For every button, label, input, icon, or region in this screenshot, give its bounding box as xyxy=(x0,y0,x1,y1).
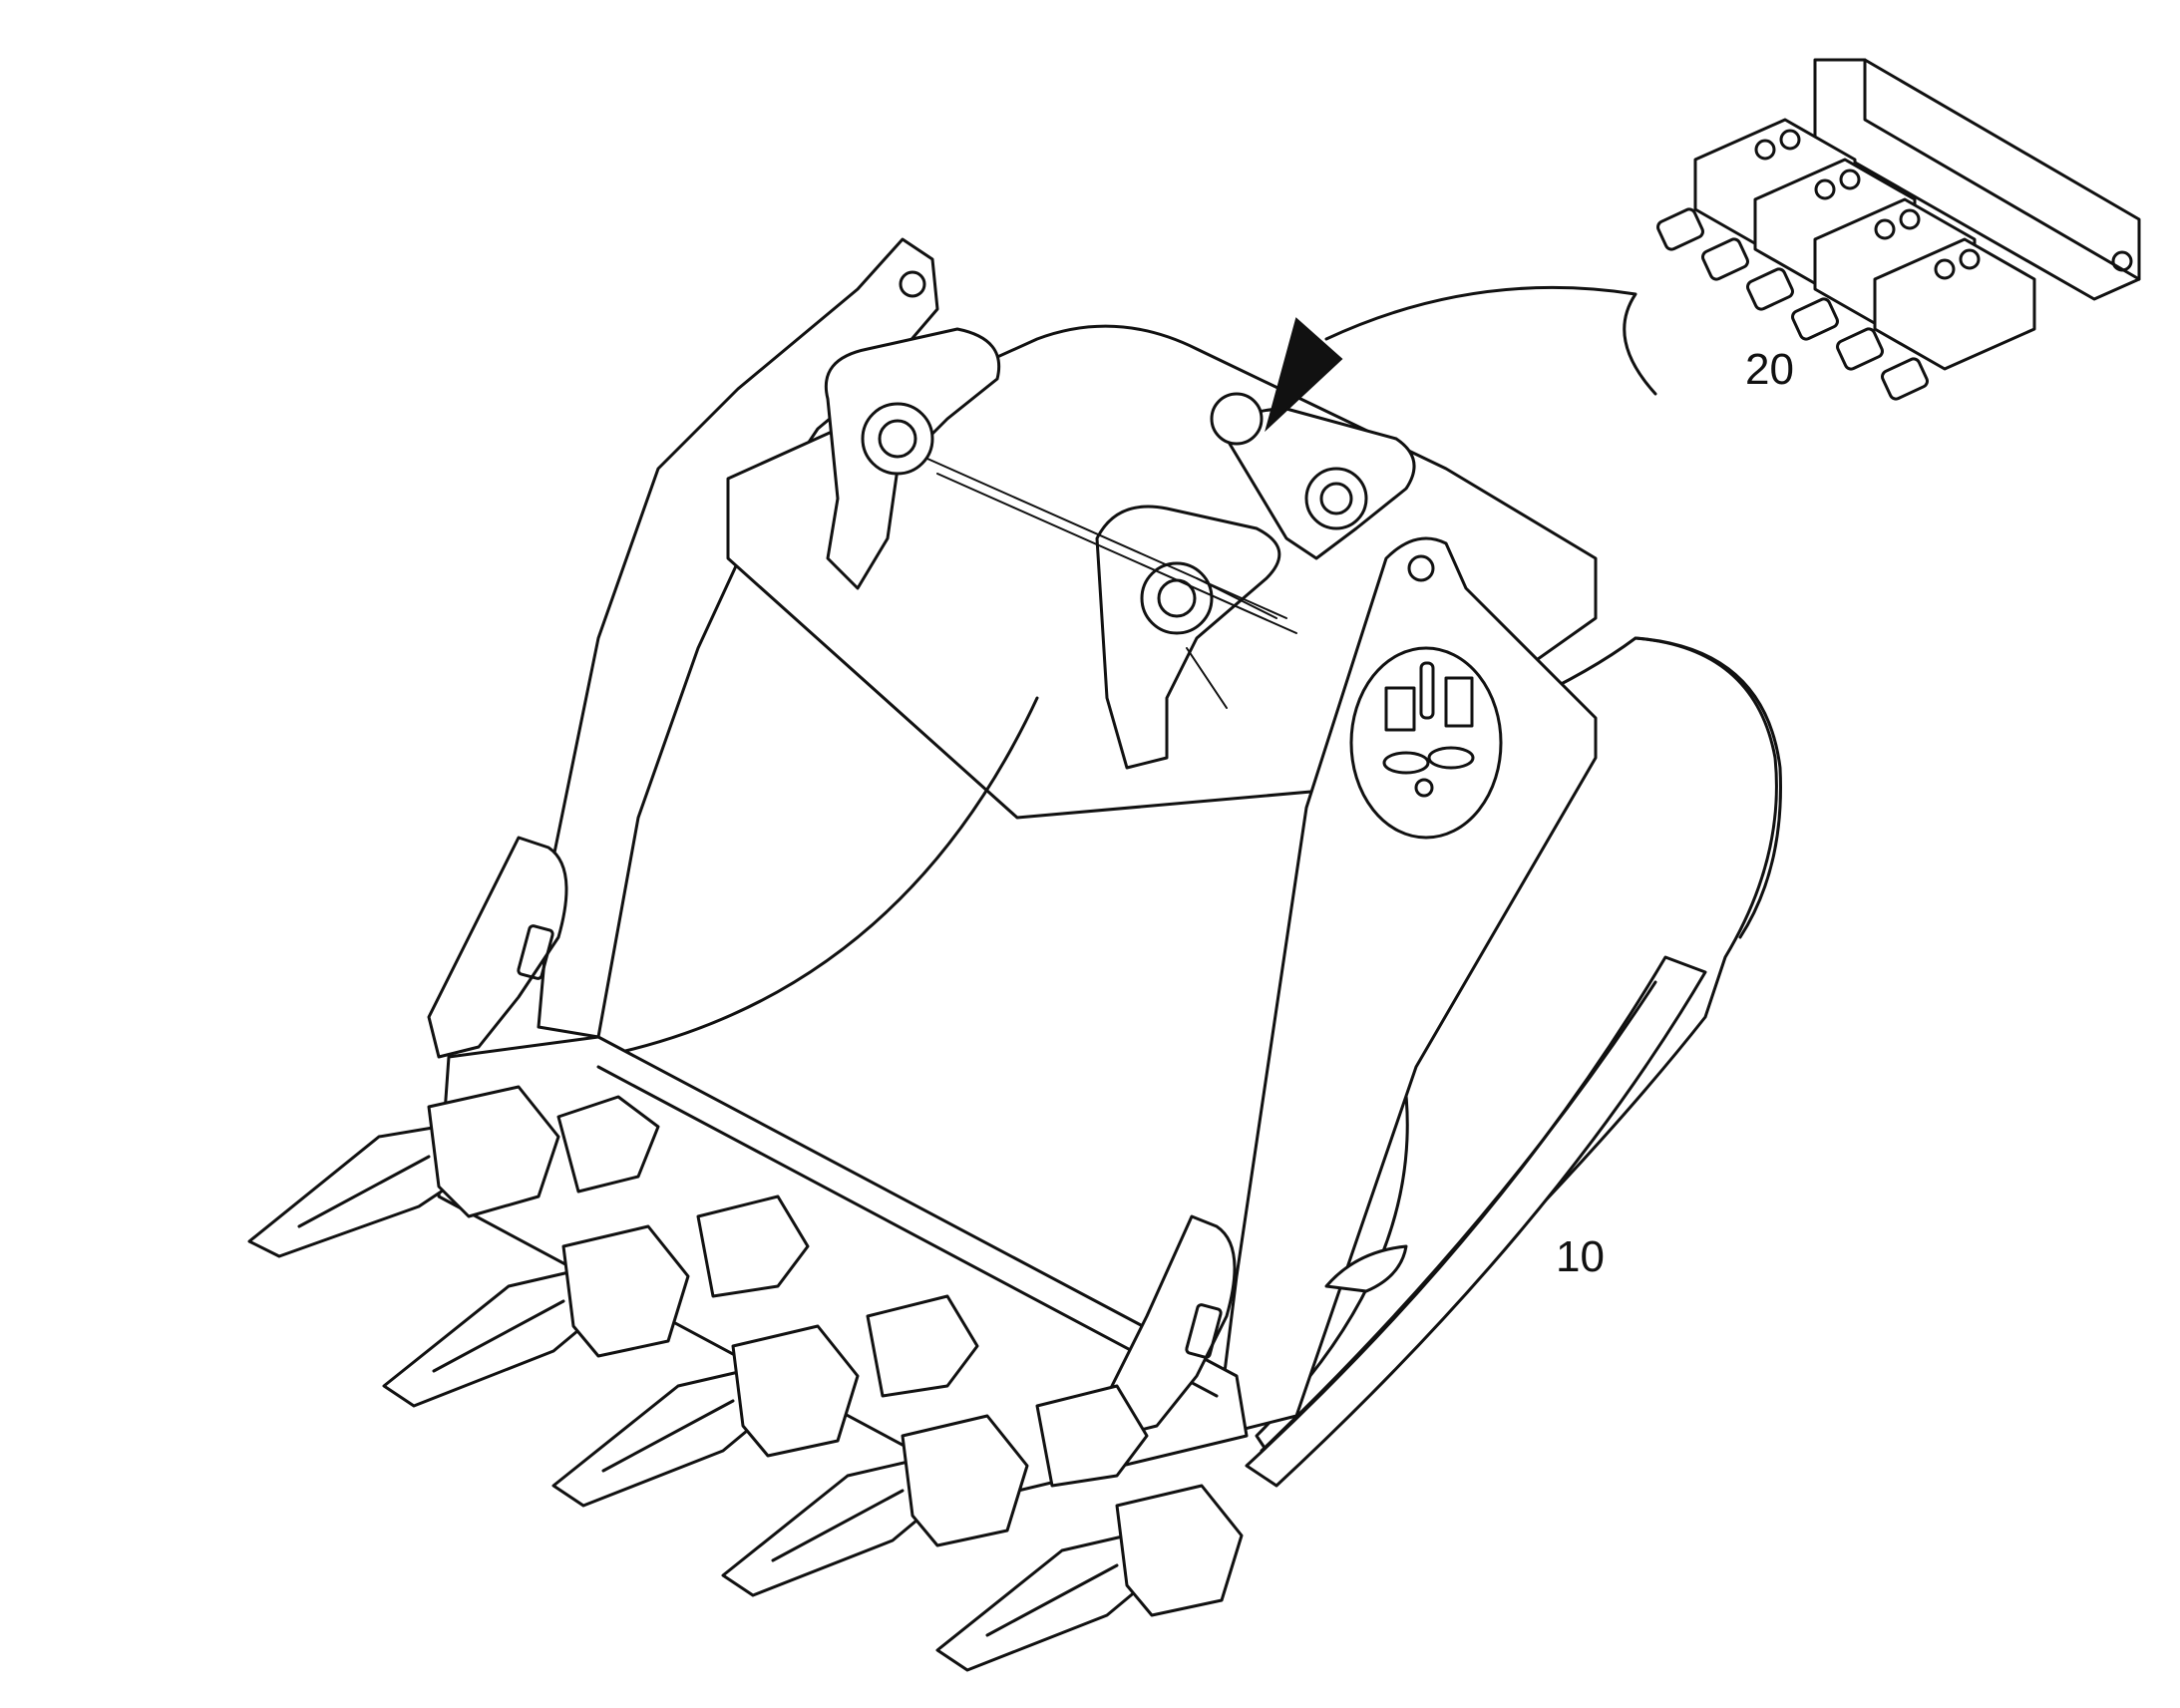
right-side-cutter-slot xyxy=(1185,1303,1223,1359)
decal-symbol-4 xyxy=(1382,751,1430,775)
tooth-5 xyxy=(935,1534,1139,1672)
detail-leader-curve xyxy=(1324,285,1657,396)
valve-port-1b xyxy=(1779,129,1801,151)
valve-block-assembly xyxy=(1656,58,2141,401)
tooth-5-ridge xyxy=(985,1563,1119,1637)
right-side-plate xyxy=(1215,536,1598,1438)
tooth-3-adapter xyxy=(731,1324,860,1458)
grease-line-1 xyxy=(926,458,1287,619)
callout-20: 20 xyxy=(1745,345,1794,394)
arrow-head xyxy=(1265,317,1343,433)
left-pin-boss xyxy=(861,402,934,476)
tooth-1-adapter xyxy=(427,1085,560,1218)
rear-pin-boss xyxy=(1210,392,1264,446)
left-side-plate xyxy=(537,237,939,1039)
tooth-2 xyxy=(382,1269,585,1408)
tooth-2-ridge xyxy=(432,1299,565,1373)
decal-symbol-3 xyxy=(1419,661,1435,720)
valve-port-3b xyxy=(1899,208,1921,230)
edge-segment-1 xyxy=(556,1095,660,1194)
fitting-4 xyxy=(1791,297,1839,341)
tooth-4 xyxy=(721,1459,924,1597)
tooth-5-adapter xyxy=(1115,1484,1244,1617)
valve-port-2a xyxy=(1814,178,1836,200)
shell-lifting-eye xyxy=(1324,1244,1408,1293)
valve-port-1a xyxy=(1754,139,1776,161)
decal-symbol-6 xyxy=(1414,778,1434,798)
bucket-assembly xyxy=(247,237,1782,1672)
center-lug xyxy=(1095,505,1281,770)
manifold-port xyxy=(2111,250,2133,272)
decal-symbol-2 xyxy=(1444,676,1474,728)
edge-segment-3 xyxy=(866,1294,979,1398)
bucket-teeth xyxy=(247,1085,1244,1672)
valve-port-4b xyxy=(1959,248,1981,270)
edge-segment-4 xyxy=(1035,1384,1149,1488)
cutting-edge-line xyxy=(596,1065,1219,1398)
decal-symbol-5 xyxy=(1427,746,1475,770)
decal-symbol-1 xyxy=(1384,686,1416,732)
fitting-5 xyxy=(1836,327,1884,371)
fitting-1 xyxy=(1656,207,1704,251)
manifold-edge xyxy=(1863,58,2141,281)
detail-arrow xyxy=(1265,285,1657,433)
wear-strip-line xyxy=(1260,980,1657,1453)
decal-disc xyxy=(1349,646,1503,840)
left-side-cutter xyxy=(427,836,568,1059)
center-pin-boss xyxy=(1140,561,1214,635)
grease-line-4 xyxy=(1186,647,1228,709)
left-side-cutter-slot xyxy=(517,924,554,980)
fitting-2 xyxy=(1701,237,1749,281)
grease-line-3 xyxy=(1196,577,1277,619)
edge-segment-2 xyxy=(696,1195,810,1298)
right-ear-hole xyxy=(1407,554,1435,582)
right-pin-boss xyxy=(1304,467,1368,530)
callout-10: 10 xyxy=(1556,1232,1605,1281)
valve-fittings xyxy=(1656,207,1929,401)
tooth-1-ridge xyxy=(297,1155,431,1228)
valve-port-2b xyxy=(1839,169,1861,190)
valve-port-3a xyxy=(1874,218,1896,240)
left-ear-hole xyxy=(899,270,926,298)
inner-floor-curve xyxy=(596,696,1039,1059)
valve-port-4a xyxy=(1934,258,1956,280)
tooth-4-ridge xyxy=(771,1489,905,1562)
tooth-3 xyxy=(551,1369,755,1508)
left-pin-hole xyxy=(878,419,917,459)
fitting-3 xyxy=(1746,267,1794,311)
tooth-1 xyxy=(247,1125,451,1258)
valve-sections xyxy=(1693,118,2036,371)
tooth-4-adapter xyxy=(901,1414,1029,1547)
valve-section-4 xyxy=(1873,237,2036,371)
fitting-6 xyxy=(1881,357,1929,401)
tooth-2-adapter xyxy=(561,1224,690,1358)
right-pin-hole xyxy=(1319,482,1353,515)
tooth-3-ridge xyxy=(601,1399,735,1473)
shell-edge-line xyxy=(1634,636,1782,939)
grease-line-2 xyxy=(936,473,1297,634)
